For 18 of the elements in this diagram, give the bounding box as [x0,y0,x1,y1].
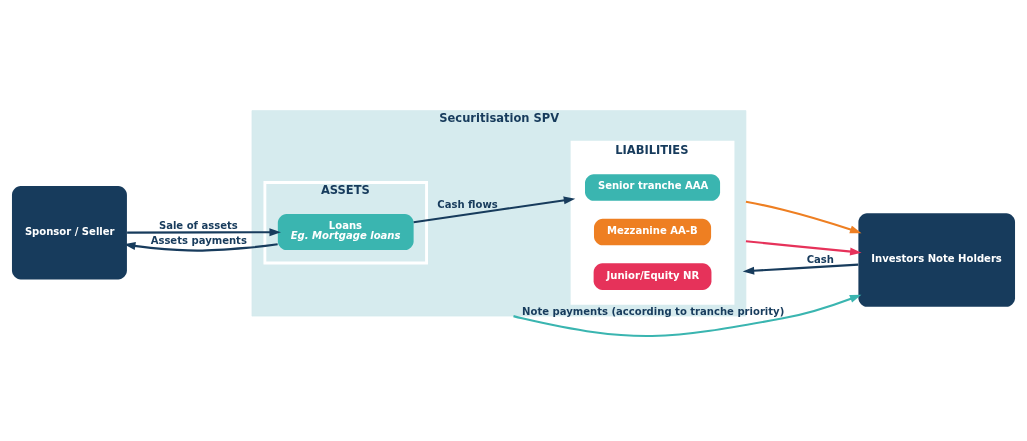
node-box: Sponsor / Seller [11,186,127,280]
edge-label: Cash flows [437,198,498,210]
edge-label: Cash [806,254,834,266]
node-box: Investors Note Holders [858,213,1016,307]
node-box: Junior/Equity NR [593,263,712,290]
arrow [123,242,278,252]
arrow [127,228,281,237]
arrow [413,196,576,224]
arrow [742,263,859,275]
arrow [745,200,862,234]
node-box: Mezzanine AA-B [594,218,712,246]
edge-label: Note payments (according to tranche priority) [522,305,785,317]
node-box: Loans Eg. Mortgage loans [277,214,414,250]
edge-label: Sale of assets [158,220,238,232]
arrow [745,240,862,256]
node-box: Senior tranche AAA [585,174,721,201]
edge-label: Assets payments [150,235,247,247]
arrow [513,294,862,337]
